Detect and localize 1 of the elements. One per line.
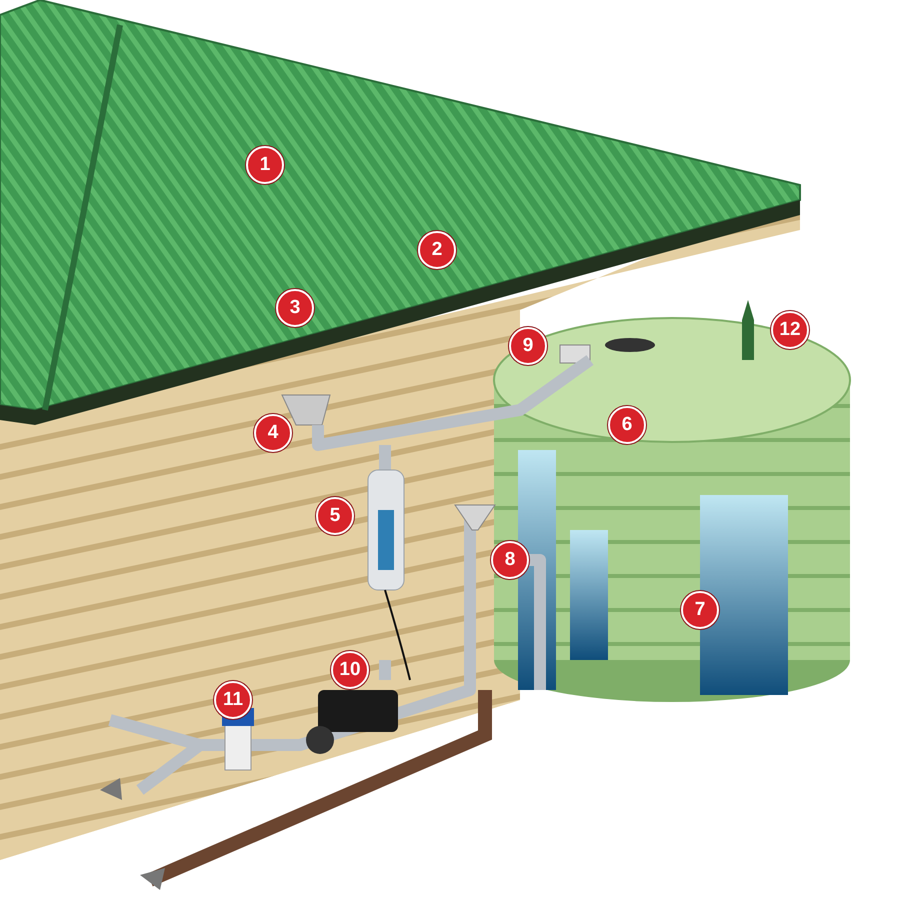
callout-number: 12: [771, 311, 809, 349]
